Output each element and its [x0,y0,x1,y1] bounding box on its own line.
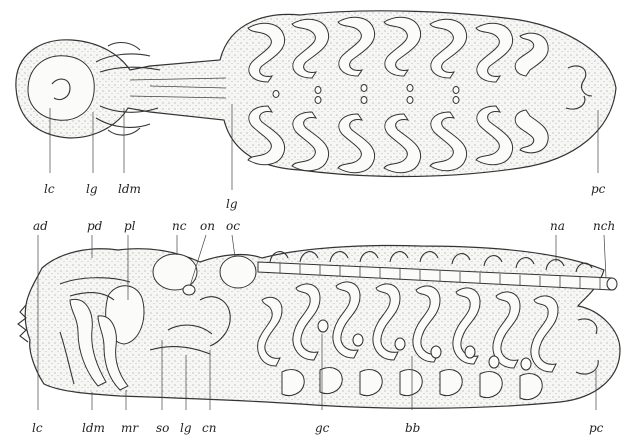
top-label-ldm: ldm [118,182,141,196]
bottom-label-mr: mr [121,421,139,435]
otic-capsule [220,256,256,288]
bottom-label-lc: lc [32,421,43,435]
top-figure-drawing [16,11,616,190]
bottom-label-na: na [550,219,565,233]
bottom-label-nch: nch [593,219,615,233]
bottom-label-lg: lg [180,421,192,435]
bottom-label-cn: cn [202,421,216,435]
bottom-label-gc: gc [315,421,330,435]
top-label-lc: lc [44,182,55,196]
top-label-lg-a: lg [86,182,98,196]
top-mouth-ring [28,56,94,120]
bottom-label-pd: pd [87,219,103,233]
bottom-figure-drawing [18,235,620,410]
bottom-label-pc: pc [589,421,604,435]
optic-nerve [183,285,195,295]
bottom-label-so: so [156,421,169,435]
bottom-label-on: on [200,219,215,233]
bottom-label-pl: pl [124,219,136,233]
bottom-label-ldm: ldm [82,421,105,435]
top-label-lg-b: lg [226,197,238,211]
bottom-label-nc: nc [172,219,187,233]
bottom-label-ad: ad [33,219,48,233]
top-label-pc: pc [591,182,606,196]
bottom-label-bb: bb [405,421,420,435]
bottom-label-oc: oc [226,219,240,233]
